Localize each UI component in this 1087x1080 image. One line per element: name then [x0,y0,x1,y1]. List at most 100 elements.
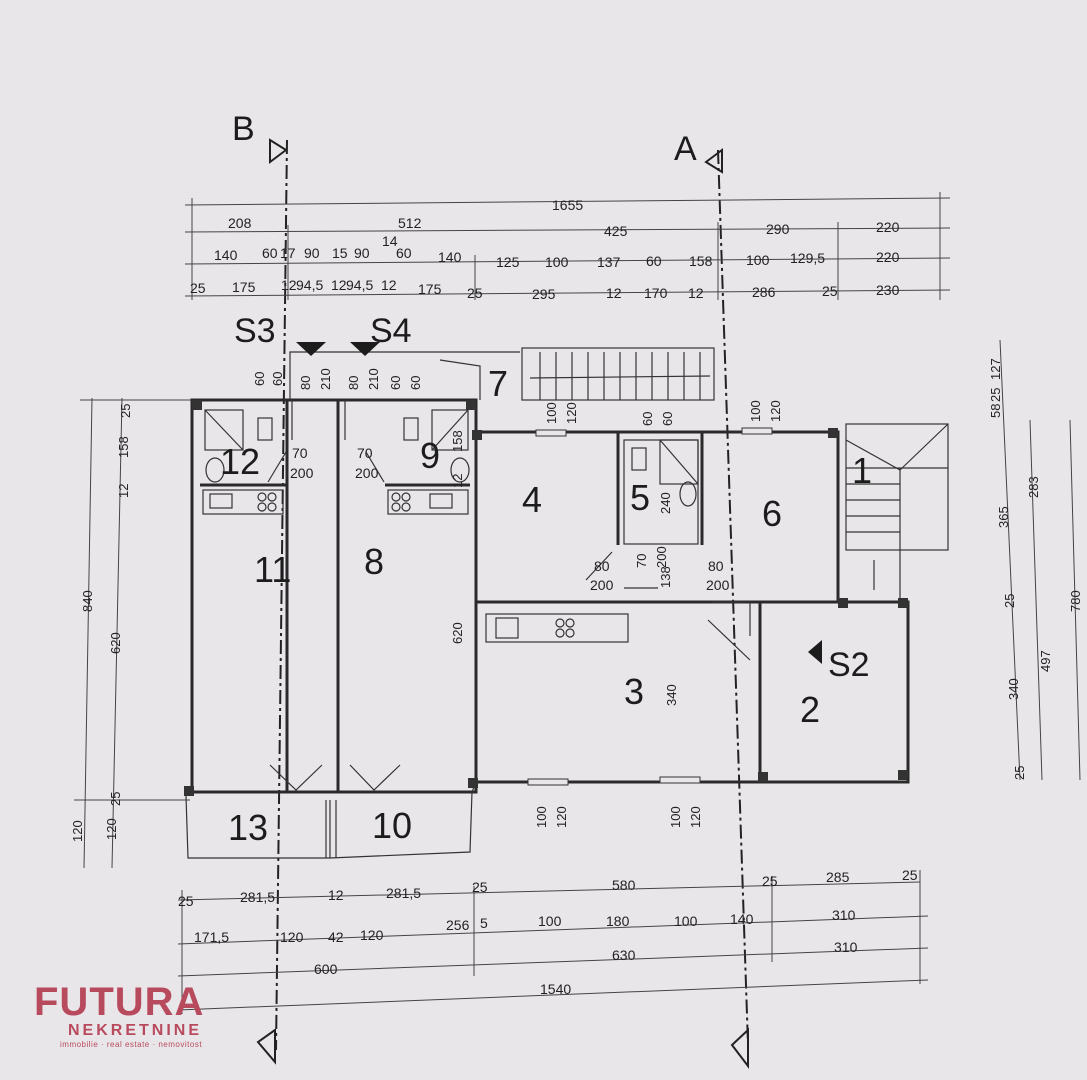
dim-top-220a: 220 [876,219,900,235]
room5-dim-138: 138 [658,566,673,588]
dim-r3-140b: 140 [438,249,462,265]
dim-r4-170: 170 [644,285,668,301]
dim-r4-175a: 175 [232,279,256,295]
dim-r3-158: 158 [689,253,713,269]
dim-r3-17: 17 [280,245,296,261]
logo-tagline: immobilie · real estate · nemovitost [60,1040,203,1049]
room-number-3: 3 [624,671,644,712]
dim-b1-285: 285 [826,869,850,885]
room-number-8: 8 [364,541,384,582]
room3-window-b-width: 100 [668,806,683,828]
door4-height: 200 [590,577,614,593]
room-number-6: 6 [762,493,782,534]
dim-r3-60c: 60 [646,253,662,269]
dim-b2-180: 180 [606,913,630,929]
dim-b2-120b: 120 [360,927,384,943]
door5-width: 70 [634,554,649,568]
section-b-top-marker [269,138,288,164]
dim-left-25a: 25 [118,404,133,418]
door6-height: 200 [706,577,730,593]
room4-window-a: 100 [544,402,559,424]
dim-r3-15: 15 [332,245,348,261]
balcony-outline [185,791,473,859]
s3-opening-b: 60 [270,372,285,386]
dim-right-58: 58 [988,404,1003,418]
s4-opening-d: 210 [366,368,381,390]
dim-b3-310: 310 [834,939,858,955]
logo-subtitle: NEKRETNINE [68,1022,203,1039]
dim-right-283: 283 [1026,476,1041,498]
dim-r4-12a: 12 [281,277,297,293]
dim-r3-220b: 220 [876,249,900,265]
dim-right-25c: 25 [1012,766,1027,780]
door9-dim-12: 12 [450,474,465,488]
dim-r3-100a: 100 [545,254,569,270]
dim-b1-25d: 25 [902,867,918,883]
dim-b2-42: 42 [328,929,344,945]
bottom-dimension-lines [177,870,929,1014]
dim-b4-1540: 1540 [540,981,571,997]
s4-window-a: 60 [388,376,403,390]
room-number-12: 12 [220,441,260,482]
dim-r4-25b: 25 [467,285,483,301]
dim-r3-90b: 90 [354,245,370,261]
dim-r4-12c: 12 [381,277,397,293]
dim-b2-120a: 120 [280,929,304,945]
room-number-10: 10 [372,805,412,846]
section-line-b [275,139,288,1051]
dim-right-497: 497 [1038,650,1053,672]
dim-r4-25c: 25 [822,283,838,299]
dim-r4-94-5b: 94,5 [346,277,373,293]
stair-7 [289,347,715,401]
s4-window-b: 60 [408,376,423,390]
room-number-13: 13 [228,807,268,848]
room6-window-a: 100 [748,400,763,422]
window-room6 [741,427,773,435]
dim-top-208: 208 [228,215,252,231]
dim-r3-90a: 90 [304,245,320,261]
dim-r4-295: 295 [532,286,556,302]
dim-b1-25b: 25 [472,879,488,895]
dim-r3-140a: 140 [214,247,238,263]
dim-r4-12d: 12 [606,285,622,301]
room-number-5: 5 [630,477,650,518]
door12-height: 200 [290,465,314,481]
room-number-7: 7 [488,363,508,404]
dim-b1-580: 580 [612,877,636,893]
door12-width: 70 [292,445,308,461]
dim-left-120b: 120 [104,818,119,840]
dim-b2-5: 5 [480,915,488,931]
door9-width: 70 [357,445,373,461]
dim-r4-25a: 25 [190,280,206,296]
dim-b2-256: 256 [446,917,470,933]
section-b-bottom-marker [256,1028,276,1065]
bathroom-fixtures [204,409,699,545]
window-room3-b [659,776,701,784]
dim-r3-14: 14 [382,233,398,249]
dim-r4-230: 230 [876,282,900,298]
kitchen-counters [202,489,629,643]
dim-right-340: 340 [1006,678,1021,700]
room3-window-a-width: 100 [534,806,549,828]
dim-r4-94-5a: 94,5 [296,277,323,293]
room-number-11: 11 [254,549,291,590]
section-s2-marker [808,640,822,664]
futura-logo: FUTURA NEKRETNINE immobilie · real estat… [30,980,260,1050]
section-s3-label: S3 [234,312,276,350]
dim-r4-286: 286 [752,284,776,300]
room-number-1: 1 [852,450,872,491]
axis-b-label: B [232,110,255,148]
room5-dim-240: 240 [658,492,673,514]
axis-a-label: A [674,130,697,168]
dim-right-780: 780 [1068,590,1083,612]
room6-window-b: 120 [768,400,783,422]
room3-window-b-height: 120 [688,806,703,828]
dim-right-25b: 25 [1002,594,1017,608]
dim-b1-12: 12 [328,887,344,903]
dim-left-620: 620 [108,632,123,654]
dim-r3-60b: 60 [396,245,412,261]
dim-b2-100a: 100 [538,913,562,929]
dim-r3-100b: 100 [746,252,770,268]
window-room4 [535,429,567,437]
dim-r3-60a: 60 [262,245,278,261]
